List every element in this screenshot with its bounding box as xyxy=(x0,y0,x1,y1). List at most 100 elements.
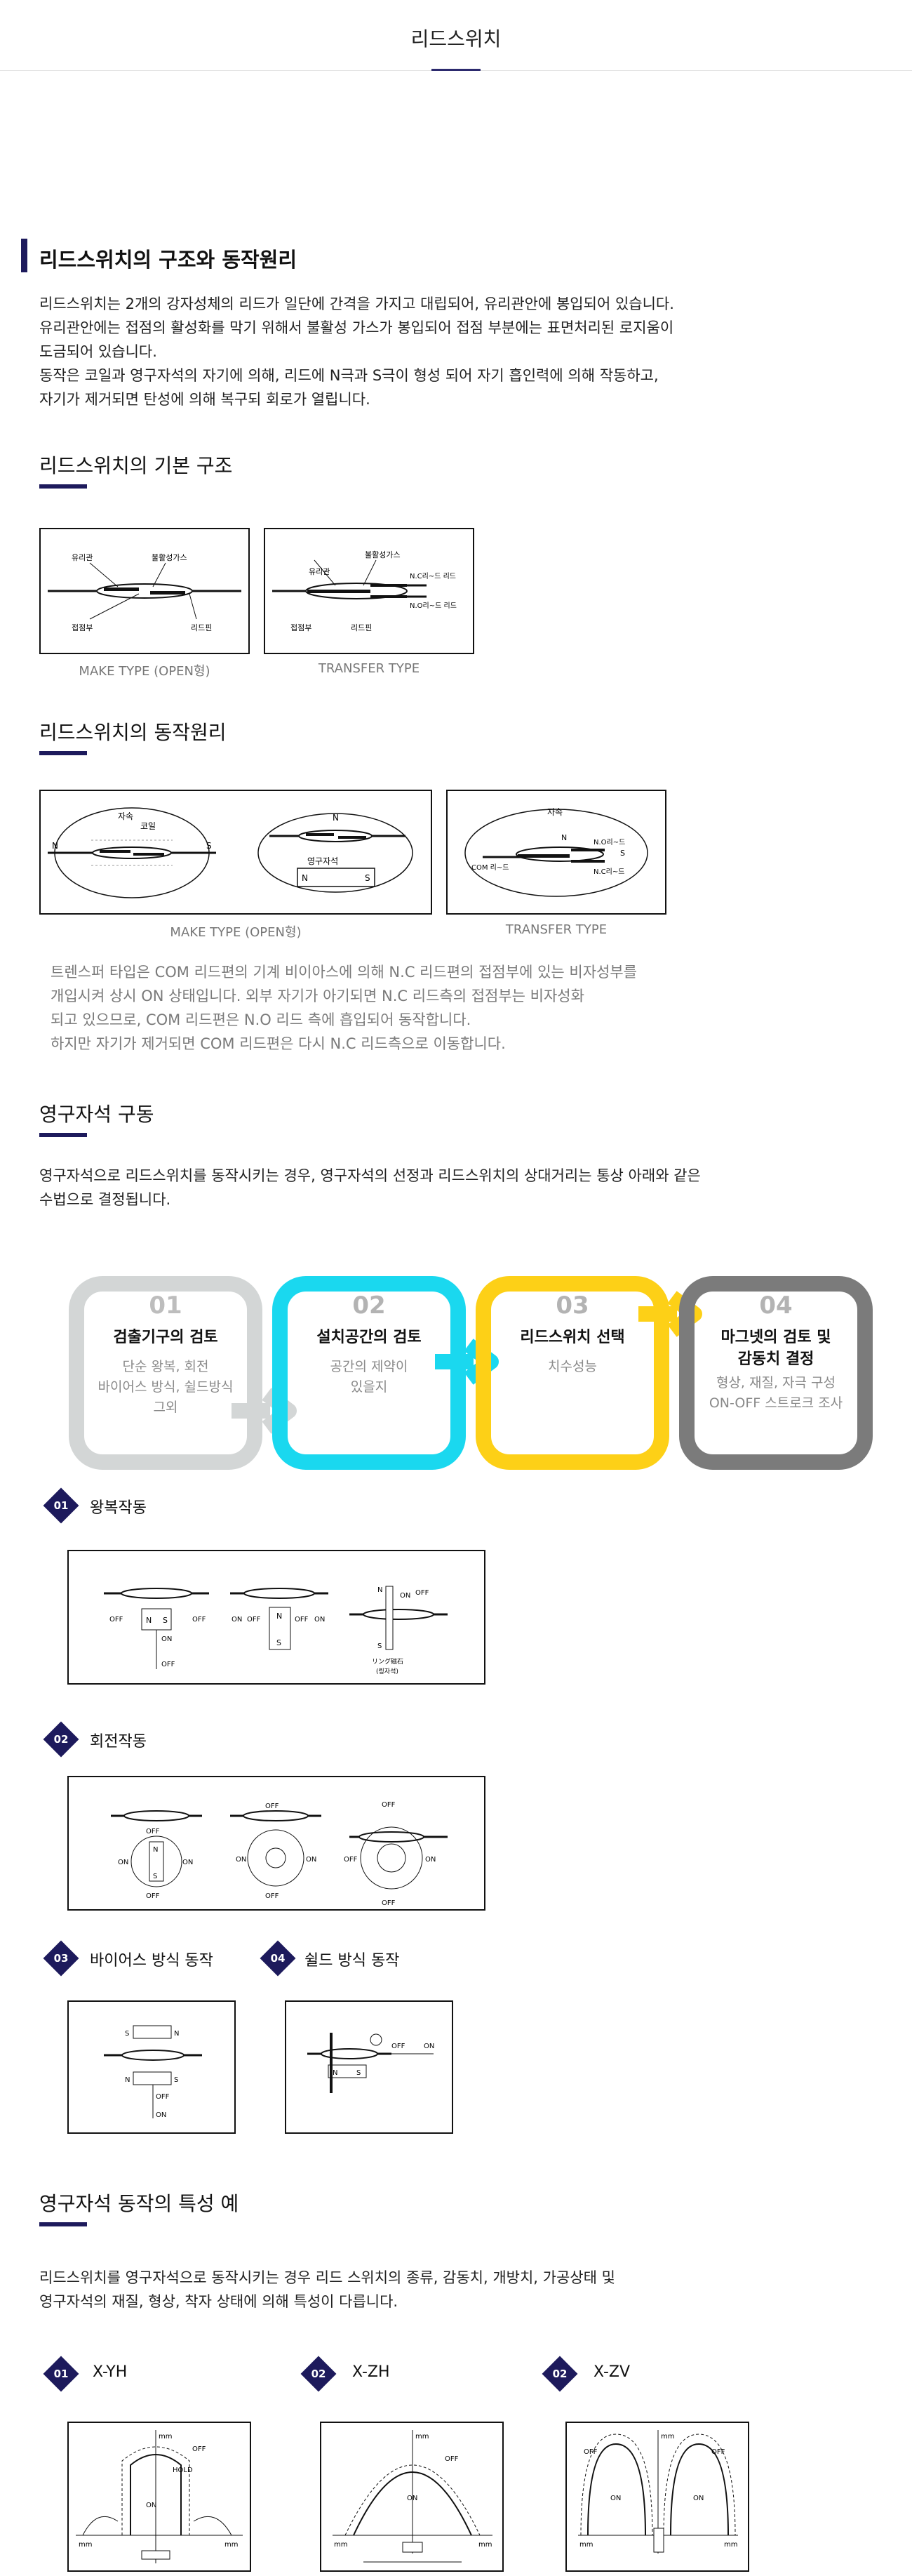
svg-text:ON: ON xyxy=(424,2043,434,2050)
badge-number: 01 xyxy=(53,1499,69,1512)
bias-method-figure: S N N S OFF ON xyxy=(67,2000,236,2134)
label-flux: 자속 xyxy=(547,807,563,817)
structure-title: 리드스위치의 구조와 동작원리 xyxy=(39,248,297,272)
structure-paragraph-1: 리드스위치는 2개의 강자성체의 리드가 일단에 간격을 가지고 대립되어, 유… xyxy=(39,296,674,360)
step-card-4 xyxy=(679,1276,873,1470)
svg-text:OFF: OFF xyxy=(109,1616,123,1624)
svg-text:OFF: OFF xyxy=(146,1892,160,1900)
svg-text:ON: ON xyxy=(161,1635,172,1643)
label-glass-tube: 유리관 xyxy=(72,553,93,562)
svg-text:S: S xyxy=(620,849,625,858)
svg-text:OFF: OFF xyxy=(584,2448,598,2456)
svg-text:ON: ON xyxy=(146,2502,156,2509)
label-nc-lead: N.C리~드 리드 xyxy=(410,572,456,580)
characteristics-title: 영구자석 동작의 특성 예 xyxy=(39,2192,239,2215)
step-number: 01 xyxy=(149,1292,182,1320)
step-title: 설치공간의 검토 xyxy=(316,1329,422,1346)
transfer-type-principle-figure: 자속 COM 리~드 N.O리~드 N.C리~드 N S xyxy=(446,790,666,915)
x-zv-characteristic-figure: mm OFF OFF ON ON mm mm xyxy=(565,2422,749,2572)
svg-text:OFF: OFF xyxy=(445,2455,459,2463)
label-contact: 접점부 xyxy=(72,623,93,632)
svg-text:mm: mm xyxy=(224,2541,238,2549)
svg-text:ON: ON xyxy=(400,1592,410,1600)
make-type-caption: MAKE TYPE (OPEN형) xyxy=(170,925,302,940)
svg-text:S: S xyxy=(153,1873,157,1880)
rotation-figure: N S OFF OFF ON ON OFF OFF ON ON OFF OFF … xyxy=(67,1776,485,1911)
svg-text:N: N xyxy=(333,2069,337,2077)
step-description: 공간의 제약이 있을지 xyxy=(330,1359,408,1395)
title-underline xyxy=(431,69,481,71)
step-card-2 xyxy=(272,1276,466,1470)
svg-text:ON: ON xyxy=(182,1859,193,1866)
label-contact: 접점부 xyxy=(290,623,311,632)
structure-paragraph-2: 동작은 코일과 영구자석의 자기에 의해, 리드에 N극과 S극이 형성 되어 … xyxy=(39,367,659,408)
svg-text:ON: ON xyxy=(118,1859,128,1866)
shield-method-figure: N S OFF ON xyxy=(285,2000,453,2134)
mode-label: 왕복작동 xyxy=(90,1499,147,1517)
svg-text:OFF: OFF xyxy=(156,2093,170,2101)
label-inert-gas: 불활성가스 xyxy=(152,552,187,562)
mode-label: 쉴드 방식 동작 xyxy=(304,1952,400,1970)
transfer-type-structure-figure: 유리관 불활성가스 N.C리~드 리드 N.O리~드 리드 접점부 리드핀 xyxy=(264,528,474,654)
svg-text:OFF: OFF xyxy=(192,1616,206,1624)
badge-number: 04 xyxy=(270,1952,286,1965)
label-nc-lead: N.C리~드 xyxy=(594,868,624,876)
svg-text:mm: mm xyxy=(478,2541,492,2549)
svg-text:N: N xyxy=(153,1846,158,1854)
svg-text:S: S xyxy=(206,841,212,851)
label-com-lead: COM 리~드 xyxy=(471,863,509,872)
svg-text:mm: mm xyxy=(661,2433,674,2441)
heading-underline xyxy=(39,1133,87,1137)
step-title: 마그넷의 검토 및 감동치 결정 xyxy=(720,1329,831,1368)
badge-number: 02 xyxy=(552,2368,568,2380)
svg-text:N: N xyxy=(52,841,58,851)
type-label: X-YH xyxy=(93,2363,128,2381)
svg-text:ON: ON xyxy=(407,2495,417,2502)
step-description: 단순 왕복, 회전 바이어스 방식, 쉴드방식 그외 xyxy=(98,1359,234,1415)
step-card-3 xyxy=(476,1276,669,1470)
svg-text:mm: mm xyxy=(415,2433,429,2441)
label-glass-tube: 유리관 xyxy=(309,567,330,576)
label-no-lead: N.O리~드 리드 xyxy=(410,602,457,610)
svg-text:S: S xyxy=(356,2069,361,2077)
svg-text:OFF: OFF xyxy=(382,1801,396,1809)
svg-text:N: N xyxy=(146,1616,152,1625)
ring-magnet-label: リング磁石 xyxy=(372,1657,403,1666)
svg-text:ON: ON xyxy=(693,2495,704,2502)
svg-text:OFF: OFF xyxy=(161,1661,175,1668)
badge-number: 03 xyxy=(53,1952,69,1965)
x-zh-characteristic-figure: mm OFF ON mm mm xyxy=(320,2422,504,2572)
basic-structure-title: 리드스위치의 기본 구조 xyxy=(39,454,233,477)
svg-text:OFF: OFF xyxy=(415,1589,429,1597)
step-number: 04 xyxy=(759,1292,793,1320)
svg-text:S: S xyxy=(276,1638,281,1647)
svg-text:ON: ON xyxy=(610,2495,621,2502)
label-inert-gas: 불활성가스 xyxy=(365,550,401,559)
svg-text:OFF: OFF xyxy=(192,2445,206,2453)
transfer-type-caption: TRANSFER TYPE xyxy=(505,922,608,937)
svg-text:ON: ON xyxy=(156,2111,166,2119)
svg-text:OFF: OFF xyxy=(711,2448,725,2456)
step-title: 리드스위치 선택 xyxy=(520,1329,625,1346)
svg-text:mm: mm xyxy=(724,2541,737,2549)
svg-text:S: S xyxy=(174,2076,178,2084)
svg-text:OFF: OFF xyxy=(391,2043,405,2050)
svg-text:OFF: OFF xyxy=(265,1802,279,1810)
label-lead-pin: 리드핀 xyxy=(191,623,212,632)
svg-text:N: N xyxy=(174,2030,179,2038)
page-title: 리드스위치 xyxy=(410,27,502,51)
svg-text:mm: mm xyxy=(579,2541,593,2549)
badge-number: 02 xyxy=(311,2368,326,2380)
step-title: 검출기구의 검토 xyxy=(113,1329,218,1346)
label-lead-pin: 리드핀 xyxy=(351,623,372,632)
svg-text:N: N xyxy=(377,1586,382,1594)
heading-underline xyxy=(39,484,87,489)
svg-text:OFF: OFF xyxy=(382,1899,396,1907)
svg-text:OFF: OFF xyxy=(265,1892,279,1900)
svg-text:N: N xyxy=(276,1612,282,1621)
principle-description: 트렌스퍼 타입은 COM 리드편의 기계 비이아스에 의해 N.C 리드편의 접… xyxy=(51,964,637,1052)
label-permanent-magnet: 영구자석 xyxy=(307,856,338,866)
svg-text:OFF: OFF xyxy=(247,1616,261,1624)
magnet-drive-description: 영구자석으로 리드스위치를 동작시키는 경우, 영구자석의 선정과 리드스위치의… xyxy=(39,1167,701,1208)
svg-text:ON: ON xyxy=(236,1856,246,1864)
